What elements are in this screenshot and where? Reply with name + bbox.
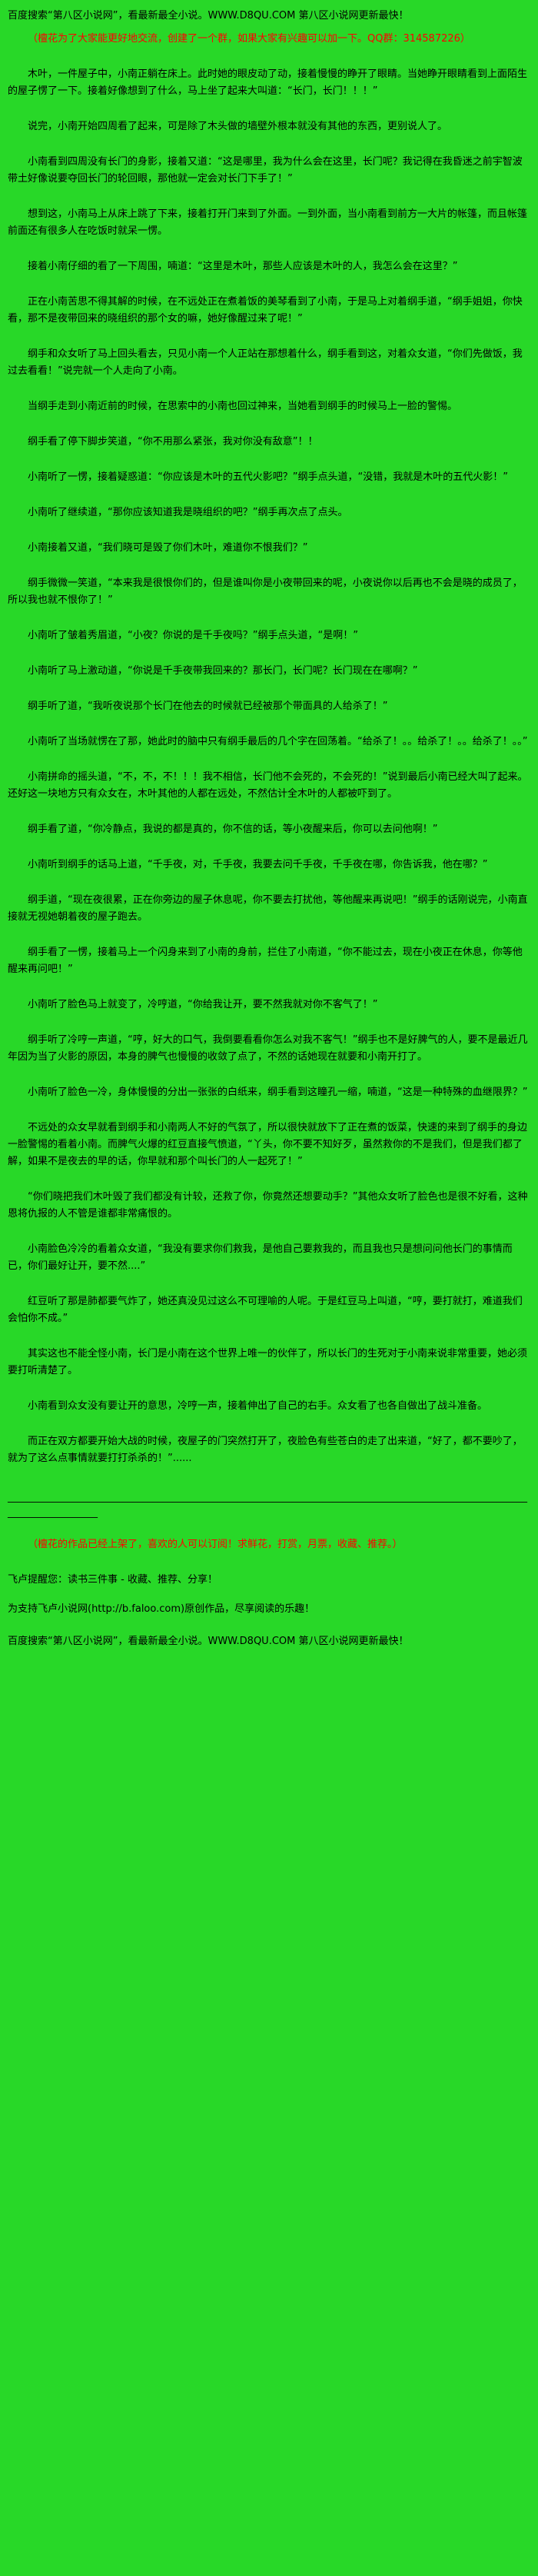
novel-paragraph: 接着小南仔细的看了一下周围，喃道：“这里是木叶，那些人应该是木叶的人，我怎么会在… <box>28 261 458 272</box>
novel-paragraph: 小南接着又道，“我们晓可是毁了你们木叶，难道你不恨我们？” <box>28 542 308 554</box>
novel-paragraph: “你们晓把我们木叶毁了我们都没有计较，还救了你，你竟然还想要动手？”其他众女听了… <box>8 1191 528 1220</box>
section-divider: ________________________________________… <box>8 1492 527 1519</box>
novel-paragraph: 小南听了皱着秀眉道，“小夜？你说的是千手夜吗？”纲手点头道，“是啊！” <box>28 630 358 641</box>
novel-paragraph: 纲手看了一愣，接着马上一个闪身来到了小南的身前，拦住了小南道，“你不能过去，现在… <box>8 947 523 975</box>
novel-paragraph: 红豆听了那是肺都要气炸了，她还真没见过这么不可理喻的人呢。于是红豆马上叫道，“哼… <box>8 1296 523 1324</box>
novel-paragraph: 小南看到四周没有长门的身影，接着又道：“这是哪里，我为什么会在这里，长门呢？我记… <box>8 156 523 185</box>
novel-paragraph: 而正在双方都要开始大战的时候，夜屋子的门突然打开了，夜脸色有些苍白的走了出来道，… <box>8 1436 523 1464</box>
novel-paragraph: 小南拼命的摇头道，“不，不，不！！！我不相信，长门他不会死的，不会死的！”说到最… <box>8 771 528 800</box>
novel-paragraph: 小南听了当场就愣在了那，她此时的脑中只有纲手最后的几个字在回荡着。“给杀了！。。… <box>28 736 528 747</box>
author-subscribe-promo: （檀花的作品已经上架了，喜欢的人可以订阅！求鲜花，打赏，月票，收藏、推荐。） <box>28 1539 403 1550</box>
novel-paragraph: 纲手听了道，“我听夜说那个长门在他去的时候就已经被那个带面具的人给杀了！” <box>28 701 388 712</box>
novel-paragraph: 小南听了马上激动道，“你说是千手夜带我回来的？那长门，长门呢？长门现在在哪啊？” <box>28 665 418 677</box>
novel-paragraph: 纲手微微一笑道，“本来我是很恨你们的，但是谁叫你是小夜带回来的呢，小夜说你以后再… <box>8 577 523 606</box>
faloo-reminder-text: 飞卢提醒您：读书三件事 - 收藏、推荐、分享！ <box>8 1574 218 1586</box>
novel-paragraph: 小南看到众女没有要让开的意思，冷哼一声，接着伸出了自己的右手。众女看了也各自做出… <box>28 1400 488 1412</box>
novel-paragraph: 说完，小南开始四周看了起来，可是除了木头做的墙壁外根本就没有其他的东西，更别说人… <box>28 121 448 132</box>
novel-paragraph: 小南听了脸色一冷，身体慢慢的分出一张张的白纸来，纲手看到这瞳孔一缩，喃道，“这是… <box>28 1087 528 1098</box>
novel-paragraph: 纲手看了停下脚步笑道，“你不用那么紧张，我对你没有敌意”！！ <box>28 436 318 448</box>
novel-paragraph: 小南听了一愣，接着疑惑道：“你应该是木叶的五代火影吧？”纲手点头道，“没错，我就… <box>28 471 508 483</box>
novel-paragraph: 小南脸色冷冷的看着众女道，“我没有要求你们救我，是他自己要救我的，而且我也只是想… <box>8 1243 513 1272</box>
novel-paragraph: 小南听了脸色马上就变了，冷哼道，“你给我让开，要不然我就对你不客气了！” <box>28 999 378 1010</box>
author-qq-group-notice: （檀花为了大家能更好地交流，创建了一个群，如果大家有兴趣可以加一下。QQ群：31… <box>28 33 470 45</box>
novel-paragraph: 纲手和众女听了马上回头看去，只见小南一个人正站在那想着什么，纲手看到这，对着众女… <box>8 348 523 377</box>
novel-paragraph: 其实这也不能全怪小南，长门是小南在这个世界上唯一的伙伴了，所以长门的生死对于小南… <box>8 1348 528 1376</box>
novel-paragraph: 木叶，一件屋子中，小南正躺在床上。此时她的眼皮动了动，接着慢慢的睁开了眼睛。当她… <box>8 68 528 97</box>
footer-site-promo: 百度搜索“第八区小说网”，看最新最全小说。WWW.D8QU.COM 第八区小说网… <box>8 1636 409 1647</box>
novel-paragraph: 当纲手走到小南近前的时候，在思索中的小南也回过神来，当她看到纲手的时候马上一脸的… <box>28 401 458 412</box>
novel-paragraph: 纲手看了道，“你冷静点，我说的都是真的，你不信的话，等小夜醒来后，你可以去问他啊… <box>28 824 438 835</box>
novel-paragraphs: 木叶，一件屋子中，小南正躺在床上。此时她的眼皮动了动，接着慢慢的睁开了眼睛。当她… <box>8 66 529 1467</box>
novel-paragraph: 纲手道，“现在夜很累，正在你旁边的屋子休息呢，你不要去打扰他，等他醒来再说吧！”… <box>8 894 528 923</box>
novel-paragraph: 不远处的众女早就看到纲手和小南两人不好的气氛了，所以很快就放下了正在煮的饭菜，快… <box>8 1122 528 1167</box>
novel-paragraph: 想到这，小南马上从床上跳了下来，接着打开门来到了外面。一到外面，当小南看到前方一… <box>8 208 528 237</box>
faloo-support-text: 为支持飞卢小说网(http://b.faloo.com)原创作品，尽享阅读的乐趣… <box>8 1603 315 1615</box>
header-site-promo: 百度搜索“第八区小说网”，看最新最全小说。WWW.D8QU.COM 第八区小说网… <box>8 10 409 22</box>
novel-paragraph: 纲手听了冷哼一声道，“哼，好大的口气，我倒要看看你怎么对我不客气！”纲手也不是好… <box>8 1034 528 1063</box>
novel-paragraph: 小南听到纲手的话马上道，“千手夜，对，千手夜，我要去问千手夜，千手夜在哪，你告诉… <box>28 859 488 870</box>
novel-paragraph: 小南听了继续道，“那你应该知道我是晓组织的吧？”纲手再次点了点头。 <box>28 507 348 518</box>
novel-paragraph: 正在小南苦思不得其解的时候，在不远处正在煮着饭的美琴看到了小南，于是马上对着纲手… <box>8 296 523 324</box>
